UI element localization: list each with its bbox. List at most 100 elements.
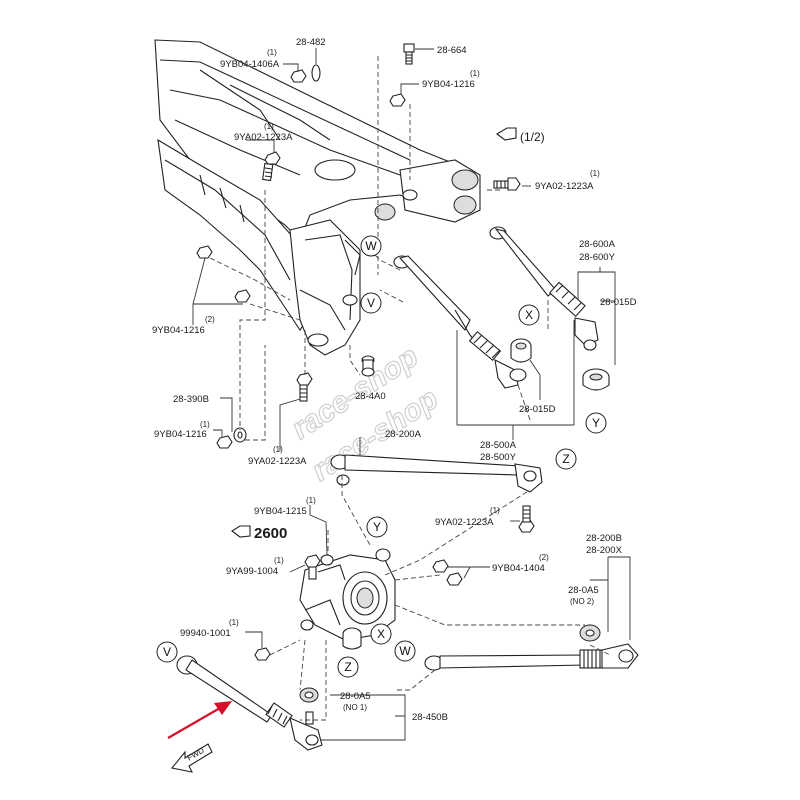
label-9yb04-1215: 9YB04-1215 — [254, 506, 307, 517]
label-28-015d-center: 28-015D — [519, 404, 556, 415]
svg-text:Y: Y — [592, 416, 600, 430]
bolt-9ya99-1004 — [304, 554, 321, 580]
label-28-200b: 28-200B — [586, 533, 622, 544]
label-9ya02-1223a-r-qty: (1) — [490, 506, 500, 515]
label-9yb04-1404-qty: (2) — [539, 553, 549, 562]
rear-subframe — [154, 39, 481, 356]
label-9ya02-1223a-r: 9YA02-1223A — [435, 517, 494, 528]
label-9yb04-1406a: 9YB04-1406A — [220, 59, 280, 70]
label-99940-1001: 99940-1001 — [180, 628, 231, 639]
label-99940-1001-qty: (1) — [229, 618, 239, 627]
label-28-600y: 28-600Y — [579, 252, 616, 263]
label-9ya02-1223a-tl: 9YA02-1223A — [234, 132, 293, 143]
bolt-9ya02-1223a-topright — [493, 177, 521, 191]
knuckle-bushing — [342, 627, 362, 650]
label-9yb04-1404: 9YB04-1404 — [492, 563, 545, 574]
bushing-28-0a5-no1 — [299, 687, 319, 725]
callout-w-bottom: W — [394, 640, 416, 662]
label-9yb04-1216-bottom: 9YB04-1216 — [154, 429, 207, 440]
callout-v-bottom: V — [156, 641, 178, 663]
label-9yb04-1216-top: 9YB04-1216 — [422, 79, 475, 90]
label-9ya99-1004: 9YA99-1004 — [226, 566, 278, 577]
label-no1: (NO 1) — [343, 703, 367, 712]
callout-x-top: X — [518, 304, 540, 326]
bushing-28-015d-right — [582, 368, 610, 391]
part-labels: 28-482 (1) 9YB04-1406A 28-664 (1) 9YB04-… — [152, 37, 637, 723]
lateral-arm-28-500a — [393, 255, 527, 389]
lower-link-28-450b — [176, 655, 323, 751]
label-28-664: 28-664 — [437, 45, 467, 56]
callout-w-top: W — [360, 235, 382, 257]
svg-text:Z: Z — [562, 452, 569, 466]
svg-text:X: X — [377, 627, 385, 641]
label-ref-2600: 2600 — [254, 525, 287, 542]
label-no2: (NO 2) — [570, 597, 594, 606]
red-pointer-arrow-icon — [167, 701, 232, 739]
label-9yb04-1406a-qty: (1) — [267, 48, 277, 57]
lower-link-28-200b — [424, 643, 639, 671]
label-9yb04-1215-qty: (1) — [306, 496, 316, 505]
fwd-direction-icon: FWD — [170, 743, 213, 773]
nut-9yb04-1216-bottom — [216, 435, 233, 449]
label-9ya99-1004-qty: (1) — [274, 556, 284, 565]
label-28-482: 28-482 — [296, 37, 326, 48]
nut-9yb04-1406a — [290, 69, 307, 83]
label-9ya02-1223a-b-qty: (1) — [273, 445, 283, 454]
reference-pointer-icons — [231, 127, 517, 538]
callout-v-mid: V — [360, 292, 382, 314]
label-9yb04-1216-bottom-qty: (1) — [200, 420, 210, 429]
bushing-28-0a5-no2 — [579, 624, 601, 642]
label-ref-1-2: (1/2) — [520, 130, 545, 144]
bolt-9ya02-1223a-lower — [296, 372, 313, 402]
label-9ya02-1223a-tr-qty: (1) — [590, 169, 600, 178]
svg-text:V: V — [163, 645, 171, 659]
callout-x-knuckle: X — [370, 623, 392, 645]
label-28-200a: 28-200A — [385, 429, 422, 440]
label-9ya02-1223a-b: 9YA02-1223A — [248, 456, 307, 467]
label-28-0a5-no2: 28-0A5 — [568, 585, 599, 596]
nut-9yb04-1216-top — [389, 93, 406, 107]
leader-lines — [192, 48, 631, 741]
lateral-link-28-200a — [330, 454, 543, 493]
callouts: W V X Y Z Y X Z W V — [156, 235, 607, 678]
label-28-4a0: 28-4A0 — [355, 391, 386, 402]
nut-9yb04-1216-left-b — [234, 289, 251, 303]
svg-text:V: V — [367, 296, 375, 310]
knuckle-assembly — [299, 548, 396, 641]
callout-z-knuckle: Z — [337, 656, 359, 678]
bolt-9ya02-1223a-right — [518, 505, 535, 533]
label-9yb04-1216-top-qty: (1) — [470, 69, 480, 78]
bushing-28-015d-center — [510, 338, 532, 363]
upper-arm-28-600a — [489, 226, 599, 351]
pointer-hand-icon — [231, 525, 251, 538]
label-9ya02-1223a-tr: 9YA02-1223A — [535, 181, 594, 192]
nuts-9yb04-1404 — [432, 559, 463, 586]
nut-99940-1001 — [254, 647, 271, 661]
svg-text:Z: Z — [344, 660, 351, 674]
callout-y-right: Y — [585, 412, 607, 434]
hardware — [196, 43, 521, 449]
stopper-28-4a0 — [361, 355, 375, 377]
callout-z-right: Z — [555, 448, 577, 470]
washer-28-482 — [311, 64, 321, 82]
callout-y-knuckle: Y — [366, 516, 388, 538]
svg-text:W: W — [365, 239, 377, 253]
label-28-450b: 28-450B — [412, 712, 448, 723]
label-28-500y: 28-500Y — [480, 452, 517, 463]
label-28-390b: 28-390B — [173, 394, 209, 405]
washer-28-390b — [233, 427, 247, 443]
nut-9yb04-1216-left-a — [196, 245, 213, 259]
label-28-015d-right: 28-015D — [600, 297, 637, 308]
label-28-500a: 28-500A — [480, 440, 517, 451]
label-28-0a5-no1: 28-0A5 — [340, 691, 371, 702]
label-28-600a: 28-600A — [579, 239, 616, 250]
label-28-200x: 28-200X — [586, 545, 623, 556]
svg-text:W: W — [399, 644, 411, 658]
pointer-hand-icon — [496, 127, 517, 141]
label-9ya02-1223a-tl-qty: (1) — [264, 122, 274, 131]
label-9yb04-1216-left: 9YB04-1216 — [152, 325, 205, 336]
bolt-9ya02-1223a-topleft — [262, 151, 281, 182]
bolt-28-664 — [403, 43, 415, 65]
label-9yb04-1216-left-qty: (2) — [205, 315, 215, 324]
